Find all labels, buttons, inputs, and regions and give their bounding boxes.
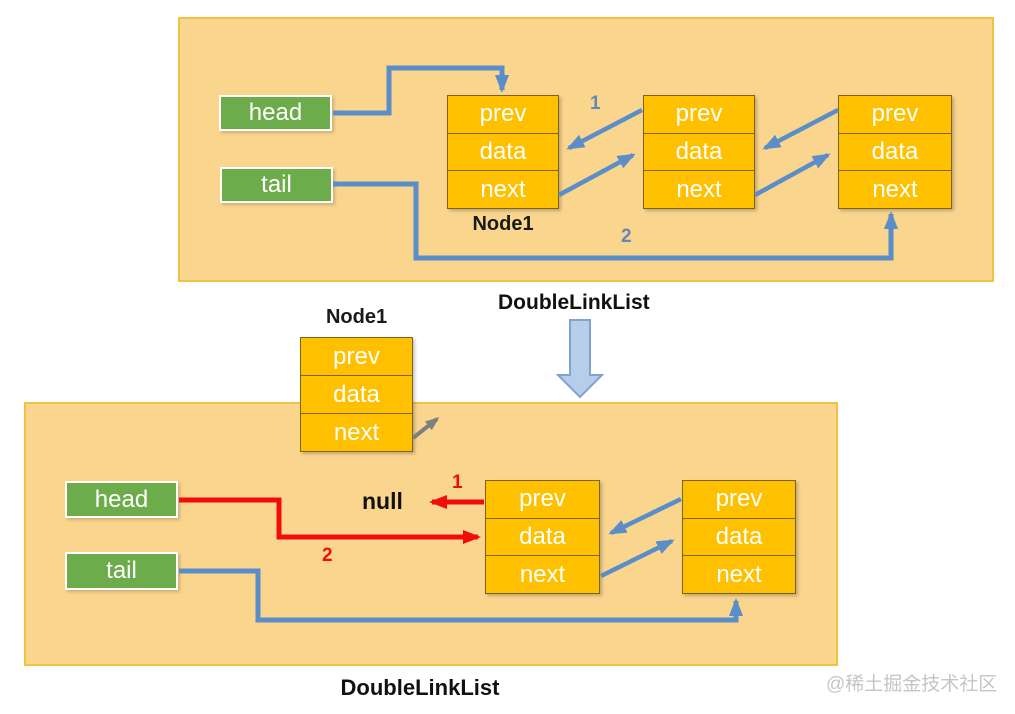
bottom-caption: DoubleLinkList [340, 675, 500, 700]
top-tail-box: tail [220, 167, 333, 203]
top-step1-number: 1 [590, 93, 601, 114]
bottom-node1-data-cell: data [486, 517, 599, 556]
bottom-node2-data-cell: data [683, 517, 795, 556]
mid-node1-caption: Node1 [325, 306, 388, 328]
top-node2-prev-cell: prev [644, 96, 754, 133]
bottom-node2-prev-cell: prev [683, 481, 795, 518]
bottom-tail-box: tail [65, 552, 178, 590]
bottom-head-box: head [65, 481, 178, 518]
bottom-node2-next-cell: next [683, 555, 795, 594]
top-node3-next-cell: next [839, 170, 951, 209]
bottom-node1-next-cell: next [486, 555, 599, 594]
top-node2-data-cell: data [644, 132, 754, 171]
bottom-node1-prev-cell: prev [486, 481, 599, 518]
mid-node1-prev-cell: prev [301, 338, 412, 375]
null-label: null [362, 488, 403, 514]
top-node2-next-cell: next [644, 170, 754, 209]
top-node3: prev data next [838, 95, 952, 209]
top-node1-caption: Node1 [472, 213, 534, 235]
top-node1-next-cell: next [448, 170, 558, 209]
top-node3-data-cell: data [839, 132, 951, 171]
mid-node1-data-cell: data [301, 375, 412, 413]
top-node1-prev-cell: prev [448, 96, 558, 133]
mid-node1-next-cell: next [301, 413, 412, 451]
mid-node1: prev data next [300, 337, 413, 452]
bottom-step1-number: 1 [452, 472, 463, 493]
top-step2-number: 2 [621, 226, 632, 247]
bottom-step2-number: 2 [322, 545, 333, 566]
top-node1-data-cell: data [448, 132, 558, 171]
watermark: @稀土掘金技术社区 [826, 674, 998, 695]
top-tail-label: tail [261, 171, 292, 198]
top-head-label: head [248, 99, 303, 126]
top-head-box: head [219, 95, 332, 131]
bottom-node2: prev data next [682, 480, 796, 594]
bottom-tail-label: tail [106, 557, 137, 584]
top-node1: prev data next [447, 95, 559, 209]
top-node2: prev data next [643, 95, 755, 209]
transition-down-arrow [555, 319, 605, 399]
top-node3-prev-cell: prev [839, 96, 951, 133]
bottom-node1: prev data next [485, 480, 600, 594]
bottom-head-label: head [94, 485, 149, 513]
mid-title: DoubleLinkList [498, 291, 650, 314]
